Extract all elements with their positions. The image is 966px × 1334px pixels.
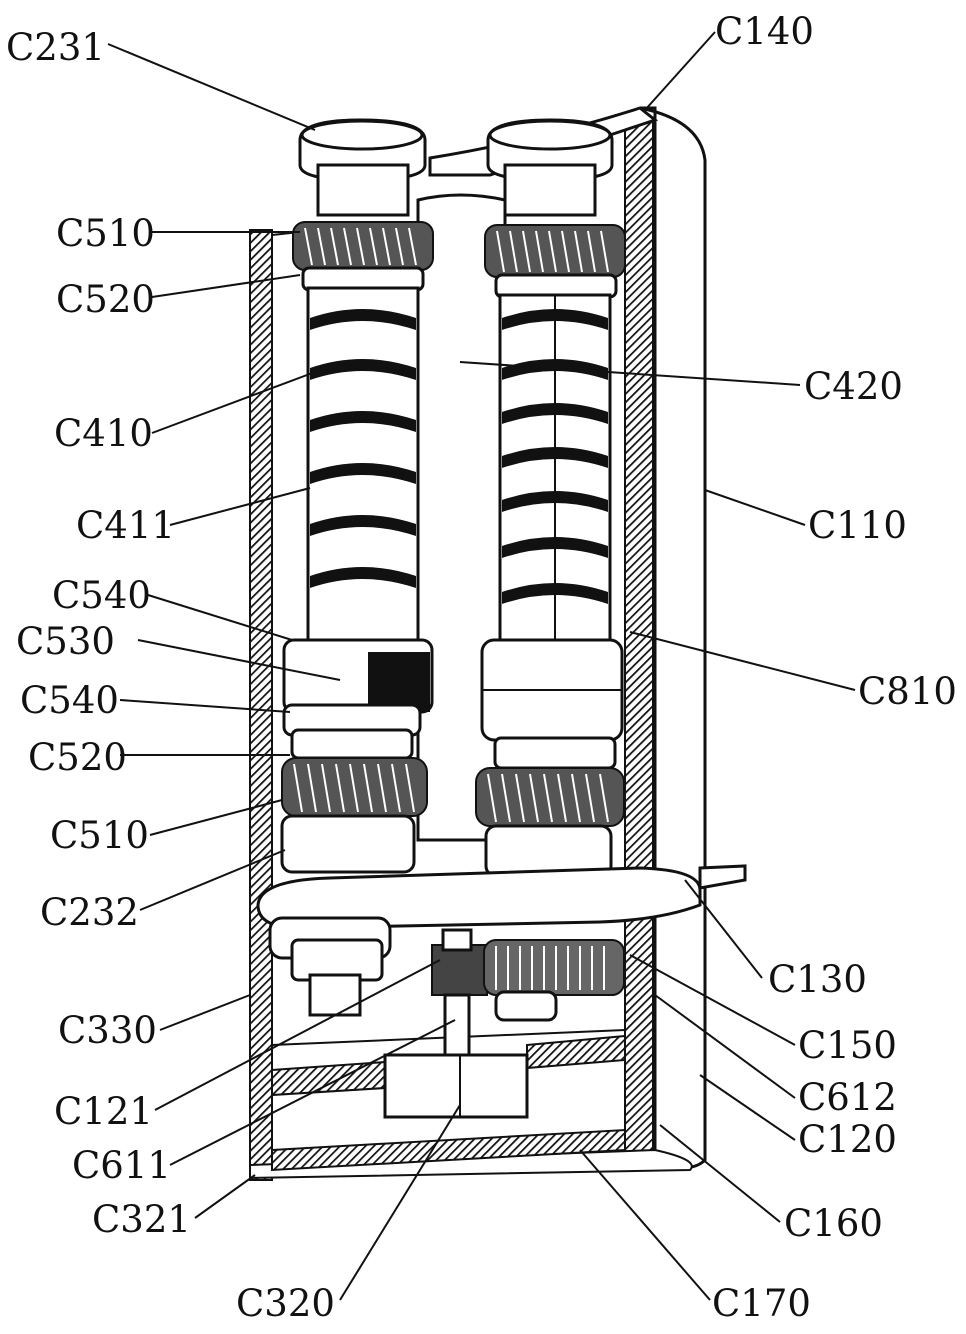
left-roller	[280, 221, 434, 874]
label-c520-bottom: C520	[28, 736, 127, 779]
leader-lines	[107, 31, 856, 1301]
part-labels: C231 C140 C510 C520 C420 C410 C411 C110 …	[6, 10, 957, 1325]
label-c231: C231	[6, 26, 105, 69]
label-c121: C121	[54, 1090, 153, 1133]
label-c120: C120	[798, 1118, 897, 1161]
label-c510-bottom: C510	[50, 814, 149, 857]
central-chamber	[416, 193, 507, 842]
label-c140: C140	[715, 10, 814, 53]
cap-left	[298, 118, 427, 217]
label-c611: C611	[72, 1144, 171, 1187]
label-c232: C232	[40, 891, 139, 934]
label-c540-bottom: C540	[20, 679, 119, 722]
label-c150: C150	[798, 1024, 897, 1067]
label-c420: C420	[804, 365, 903, 408]
label-c170: C170	[712, 1282, 811, 1325]
right-roller	[475, 224, 626, 878]
cap-right	[486, 118, 614, 217]
label-c330: C330	[58, 1009, 157, 1052]
label-c810: C810	[858, 670, 957, 713]
label-c510-top: C510	[56, 212, 155, 255]
label-c411: C411	[76, 504, 175, 547]
label-c520-top: C520	[56, 278, 155, 321]
label-c320: C320	[236, 1282, 335, 1325]
label-c540-top: C540	[52, 574, 151, 617]
label-c410: C410	[54, 412, 153, 455]
label-c160: C160	[784, 1202, 883, 1245]
label-c130: C130	[768, 958, 867, 1001]
gearbox	[256, 864, 747, 1119]
label-c321: C321	[92, 1198, 191, 1241]
label-c612: C612	[798, 1076, 897, 1119]
label-c530: C530	[16, 620, 115, 663]
label-c110: C110	[808, 504, 907, 547]
